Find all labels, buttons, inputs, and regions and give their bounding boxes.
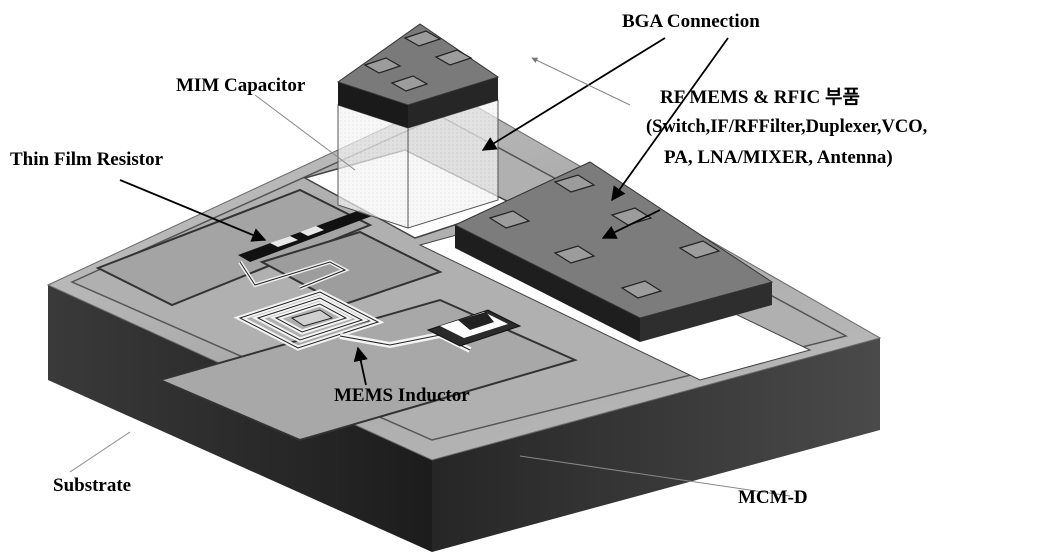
label-mim-capacitor: MIM Capacitor: [176, 76, 305, 95]
bga-chip-group: [338, 24, 498, 228]
label-substrate: Substrate: [53, 476, 131, 495]
label-bga-connection: BGA Connection: [622, 12, 760, 31]
leader-substrate: [70, 432, 130, 472]
label-rf-mems-line3: PA, LNA/MIXER, Antenna): [664, 148, 893, 167]
arrow-rfmems-to-bga: [532, 58, 630, 105]
label-mems-inductor: MEMS Inductor: [334, 386, 470, 405]
label-mcm-d: MCM-D: [738, 488, 808, 507]
label-thin-film-resistor: Thin Film Resistor: [10, 150, 163, 169]
arrow-bga-to-box: [483, 38, 665, 150]
label-rf-mems-line1: RF MEMS & RFIC 부품: [660, 88, 860, 107]
label-rf-mems-line2: (Switch,IF/RFFilter,Duplexer,VCO,: [646, 118, 927, 137]
